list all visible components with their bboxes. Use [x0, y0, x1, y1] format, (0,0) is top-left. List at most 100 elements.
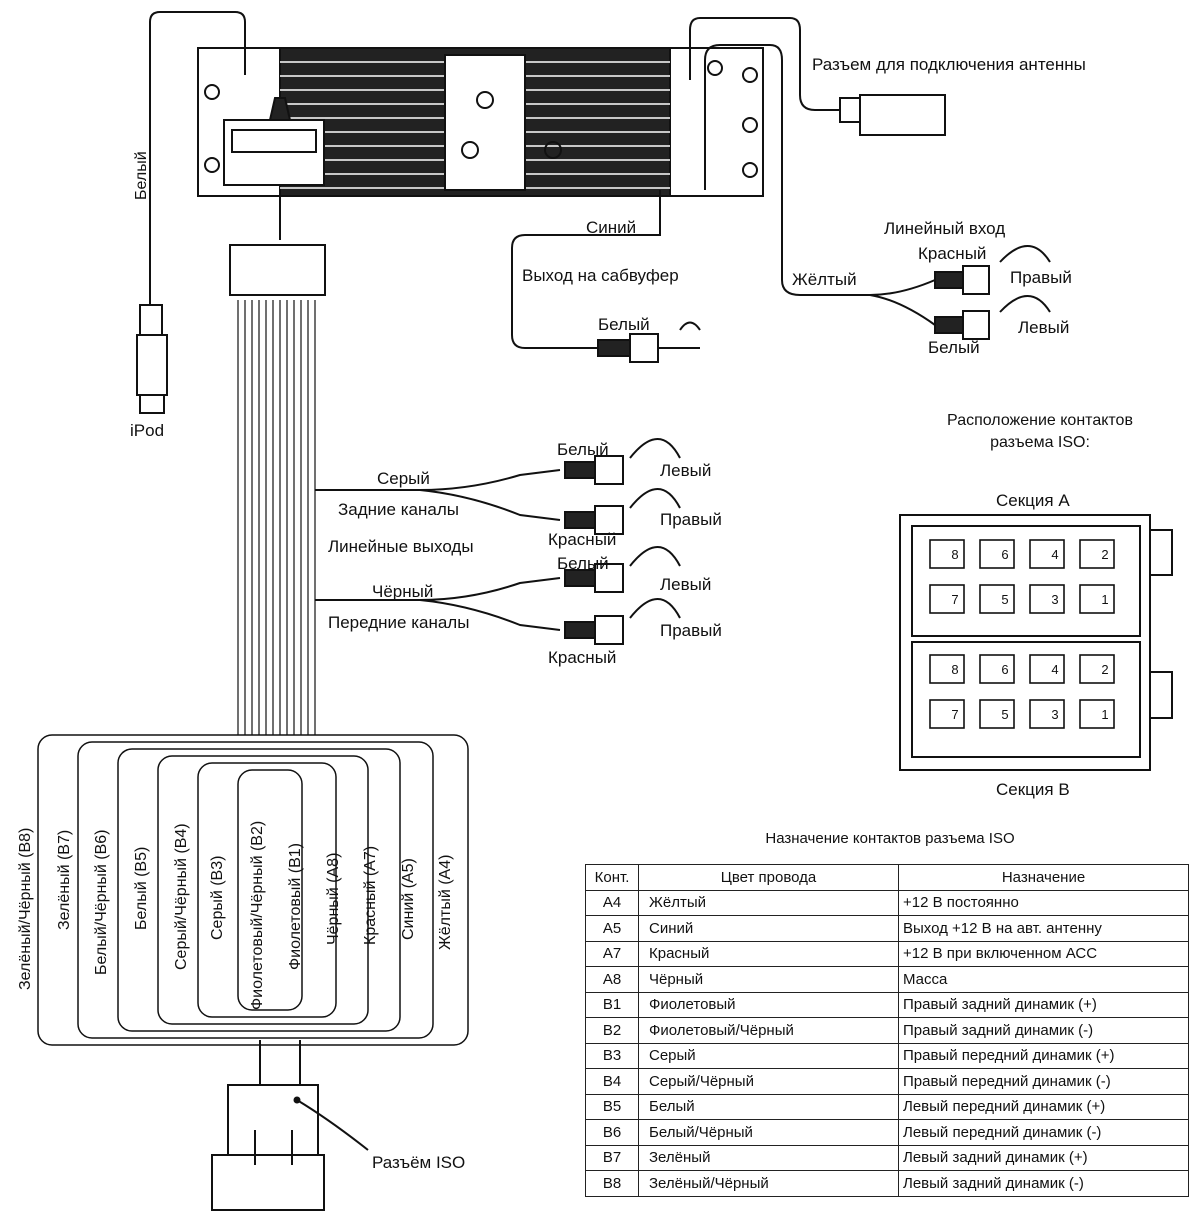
- cell-pin: А4: [585, 889, 639, 916]
- pin-b3: 3: [1051, 707, 1058, 722]
- pin-a6: 6: [1001, 547, 1008, 562]
- rca-plugs: [564, 438, 681, 645]
- cell-color: Зелёный/Чёрный: [638, 1170, 899, 1197]
- cell-color: Жёлтый: [638, 889, 899, 916]
- cell-purpose: Выход +12 В на авт. антенну: [898, 915, 1189, 942]
- subwoofer-label: Выход на сабвуфер: [522, 266, 679, 285]
- front-left-label: Левый: [660, 575, 711, 594]
- cell-purpose: Правый передний динамик (+): [898, 1042, 1189, 1069]
- rear-output-wires: [315, 469, 561, 521]
- wire-label-b4: Серый/Чёрный (В4): [173, 823, 190, 970]
- wire-label-a5: Синий (А5): [400, 858, 417, 940]
- table-header-row: Конт. Цвет провода Назначение: [585, 864, 1189, 891]
- pin-b5: 5: [1001, 707, 1008, 722]
- header-pin: Конт.: [585, 864, 639, 891]
- cell-color: Фиолетовый/Чёрный: [638, 1017, 899, 1044]
- subwoofer-wire: [511, 190, 661, 349]
- cell-color: Белый/Чёрный: [638, 1119, 899, 1146]
- wire-label-b8: Зелёный/Чёрный (В8): [17, 828, 34, 990]
- table-title: Назначение контактов разъема ISO: [765, 830, 1015, 847]
- pin-b1: 1: [1101, 707, 1108, 722]
- wire-label-b5: Белый (В5): [133, 847, 150, 930]
- cell-pin: А5: [585, 915, 639, 942]
- front-right-label: Правый: [660, 621, 722, 640]
- wire-label-b3: Серый (В3): [209, 856, 226, 940]
- pin-b2: 2: [1101, 662, 1108, 677]
- pin-a8: 8: [951, 547, 958, 562]
- wire-label-b6: Белый/Чёрный (В6): [93, 830, 110, 976]
- antenna-socket: [859, 94, 946, 136]
- rear-left-label: Левый: [660, 461, 711, 480]
- cell-pin: А7: [585, 940, 639, 967]
- pin-a2: 2: [1101, 547, 1108, 562]
- cell-purpose: Правый задний динамик (+): [898, 991, 1189, 1018]
- cell-pin: В8: [585, 1170, 639, 1197]
- cell-purpose: Левый передний динамик (+): [898, 1093, 1189, 1120]
- cell-pin: В2: [585, 1017, 639, 1044]
- antenna-label: Разъем для подключения антенны: [812, 55, 1086, 74]
- cell-color: Синий: [638, 915, 899, 942]
- cell-color: Красный: [638, 940, 899, 967]
- center-bracket: [444, 54, 526, 191]
- wire-label-b2: Фиолетовый/Чёрный (В2): [249, 821, 266, 1010]
- harness-bundle: [237, 300, 316, 735]
- pin-b7: 7: [951, 707, 958, 722]
- cell-color: Зелёный: [638, 1144, 899, 1171]
- cell-purpose: +12 В при включенном АСС: [898, 940, 1189, 967]
- pin-a3: 3: [1051, 592, 1058, 607]
- header-purpose: Назначение: [898, 864, 1189, 891]
- line-in-wires: [704, 44, 936, 326]
- line-in-left-label: Левый: [1018, 318, 1069, 337]
- center-screw: [476, 91, 494, 109]
- line-in-white-label: Белый: [928, 338, 980, 357]
- black-wire-label: Чёрный: [372, 582, 433, 601]
- gray-wire-label: Серый: [377, 469, 430, 488]
- cell-purpose: Правый задний динамик (-): [898, 1017, 1189, 1044]
- line-outputs-label: Линейные выходы: [328, 537, 474, 556]
- line-in-yellow-label: Жёлтый: [792, 270, 857, 289]
- cell-purpose: Масса: [898, 966, 1189, 993]
- cell-color: Фиолетовый: [638, 991, 899, 1018]
- pin-a7: 7: [951, 592, 958, 607]
- cell-pin: А8: [585, 966, 639, 993]
- cell-color: Чёрный: [638, 966, 899, 993]
- ipod-connector: [136, 334, 168, 396]
- ipod-wire-label: Белый: [133, 151, 150, 200]
- ipod-cable: [149, 11, 246, 305]
- cell-color: Серый: [638, 1042, 899, 1069]
- front-white-label: Белый: [557, 554, 609, 573]
- rear-right-label: Правый: [660, 510, 722, 529]
- section-a-label: Секция А: [996, 491, 1070, 510]
- wire-label-b1: Фиолетовый (В1): [287, 843, 304, 970]
- cell-pin: В4: [585, 1068, 639, 1095]
- iso-layout-caption: Расположение контактов разъема ISO:: [947, 412, 1133, 451]
- front-red-label: Красный: [548, 648, 616, 667]
- front-channels-label: Передние каналы: [328, 613, 469, 632]
- cell-purpose: Левый задний динамик (+): [898, 1144, 1189, 1171]
- cell-purpose: Левый передний динамик (-): [898, 1119, 1189, 1146]
- pin-b8: 8: [951, 662, 958, 677]
- section-a-pins: [929, 539, 1115, 614]
- pin-a5: 5: [1001, 592, 1008, 607]
- front-output-wires: [315, 577, 561, 631]
- rear-channels-label: Задние каналы: [338, 500, 459, 519]
- cell-pin: В6: [585, 1119, 639, 1146]
- wire-label-b7: Зелёный (В7): [56, 830, 73, 930]
- cell-purpose: Правый передний динамик (-): [898, 1068, 1189, 1095]
- wire-label-a8: Чёрный (А8): [325, 853, 342, 945]
- wire-label-a7: Красный (А7): [362, 846, 379, 945]
- blue-wire-label: Синий: [586, 218, 636, 237]
- iso-layout-caption-box: Расположение контактов разъема ISO:: [947, 412, 1133, 451]
- line-in-red-label: Красный: [918, 244, 986, 263]
